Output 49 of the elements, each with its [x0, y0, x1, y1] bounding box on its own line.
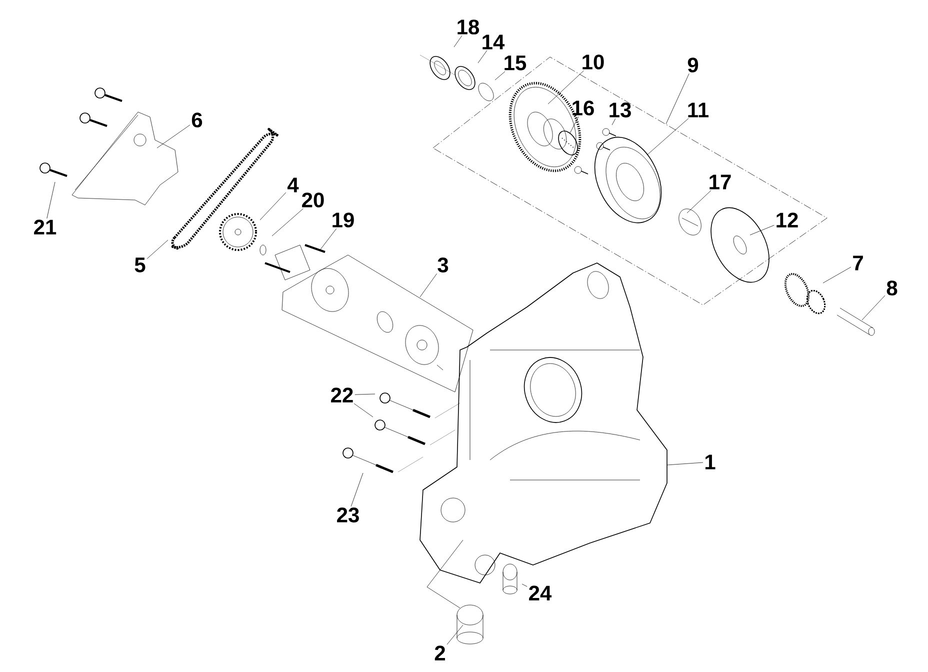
- leader-line: [354, 403, 374, 418]
- callout-number: 16: [572, 100, 594, 116]
- leader-line: [646, 118, 689, 156]
- leader-line: [548, 70, 584, 104]
- leader-line: [420, 273, 437, 298]
- callout-number: 23: [337, 508, 359, 522]
- callout-number: 7: [853, 256, 863, 270]
- callout-number: 21: [34, 220, 56, 234]
- callout-number: 9: [688, 58, 698, 72]
- callout-number: 6: [192, 112, 202, 128]
- leader-line: [354, 394, 376, 395]
- leader-line: [320, 228, 337, 250]
- leader-line: [494, 71, 506, 80]
- leader-line: [46, 182, 56, 219]
- leader-line: [666, 73, 690, 124]
- leader-line: [666, 462, 704, 466]
- leader-line: [260, 192, 286, 220]
- leader-line: [570, 116, 579, 134]
- leader-line: [862, 295, 886, 320]
- leader-line: [522, 584, 528, 587]
- leader-line: [750, 225, 774, 236]
- callout-number: 14: [482, 34, 505, 50]
- callout-number: 15: [504, 56, 526, 70]
- callout-number: 8: [886, 280, 898, 296]
- leader-line: [686, 190, 712, 214]
- leader-line: [454, 35, 462, 48]
- leader-line: [446, 624, 464, 645]
- leader-line: [146, 240, 168, 259]
- callout-number: 20: [302, 192, 324, 208]
- leader-line: [822, 266, 852, 284]
- callout-number: 10: [582, 54, 604, 70]
- callout-number: 19: [332, 212, 354, 228]
- leader-line: [612, 118, 616, 126]
- callout-number: 3: [438, 258, 448, 272]
- leader-line: [350, 472, 364, 507]
- callout-number: 4: [287, 178, 299, 192]
- callout-number: 11: [688, 102, 709, 118]
- callout-number: 5: [134, 258, 146, 272]
- leader-line: [272, 208, 304, 236]
- callout-number: 24: [529, 586, 552, 600]
- callout-number: 17: [710, 174, 731, 190]
- callout-number: 2: [434, 646, 445, 660]
- callout-number: 18: [458, 20, 480, 34]
- leader-line: [478, 50, 488, 64]
- callout-number: 22: [331, 388, 353, 402]
- callout-number: 13: [610, 102, 631, 118]
- leader-line: [156, 124, 190, 148]
- callout-number: 1: [706, 454, 716, 470]
- callout-number: 12: [776, 212, 798, 228]
